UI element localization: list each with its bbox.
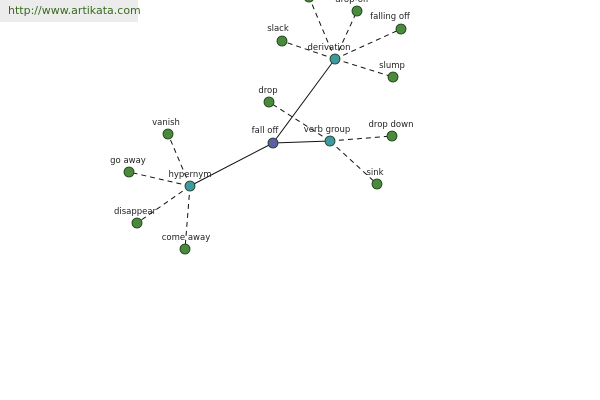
node-drop-down[interactable] — [386, 130, 398, 142]
node-label-slack: slack — [267, 24, 289, 34]
node-label-verb-group: verb group — [304, 125, 351, 135]
node-sink[interactable] — [371, 178, 383, 190]
node-label-drop: drop — [258, 86, 277, 96]
node-label-hypernym: hypernym — [168, 170, 211, 180]
node-derivation[interactable] — [329, 53, 341, 65]
node-label-falling-off: falling off — [370, 12, 411, 22]
node-disappear[interactable] — [131, 217, 143, 229]
node-label-drop-off: drop-off — [335, 0, 370, 5]
node-go-away[interactable] — [123, 166, 135, 178]
edge-verb-group-to-sink — [329, 140, 378, 185]
edge-hypernym-to-come-away — [184, 185, 191, 250]
graph-labels: fall off derivation verb group hypernym drop… — [110, 0, 413, 243]
node-falling-off[interactable] — [395, 23, 407, 35]
node-label-sink: sink — [366, 168, 383, 178]
node-vanish[interactable] — [162, 128, 174, 140]
node-top-partial[interactable] — [304, 0, 314, 3]
edge-verb-group-to-drop — [268, 101, 331, 142]
edge-derivation-to-falling-off — [334, 28, 402, 60]
edge-hypernym-to-disappear — [136, 185, 191, 224]
node-label-vanish: vanish — [152, 118, 180, 128]
node-verb-group[interactable] — [324, 135, 336, 147]
edge-derivation-to-top-partial — [309, 0, 336, 60]
edge-fall-off-to-derivation — [272, 58, 336, 144]
node-drop-off[interactable] — [351, 5, 363, 17]
edge-fall-off-to-hypernym — [189, 142, 274, 187]
node-hypernym[interactable] — [184, 180, 196, 192]
edge-fall-off-to-verb-group — [272, 140, 331, 144]
node-slump[interactable] — [387, 71, 399, 83]
edge-derivation-to-slack — [281, 40, 336, 60]
node-slack[interactable] — [276, 35, 288, 47]
node-label-fall-off: fall off — [252, 126, 280, 136]
edge-derivation-to-slump — [334, 58, 394, 78]
node-come-away[interactable] — [179, 243, 191, 255]
edge-hypernym-to-go-away — [128, 171, 191, 187]
node-label-come-away: come away — [162, 233, 211, 243]
node-label-disappear: disappear — [114, 207, 157, 217]
node-label-go-away: go away — [110, 156, 146, 166]
node-label-derivation: derivation — [307, 43, 350, 53]
site-url-banner[interactable]: http://www.artikata.com — [0, 0, 141, 22]
edge-hypernym-to-vanish — [167, 133, 191, 187]
node-drop[interactable] — [263, 96, 275, 108]
graph-nodes — [123, 0, 407, 255]
edge-verb-group-to-drop-down — [329, 135, 393, 142]
node-fall-off[interactable] — [267, 137, 279, 149]
graph-edges — [128, 0, 402, 250]
node-label-slump: slump — [379, 61, 405, 71]
node-label-drop-down: drop down — [369, 120, 414, 130]
